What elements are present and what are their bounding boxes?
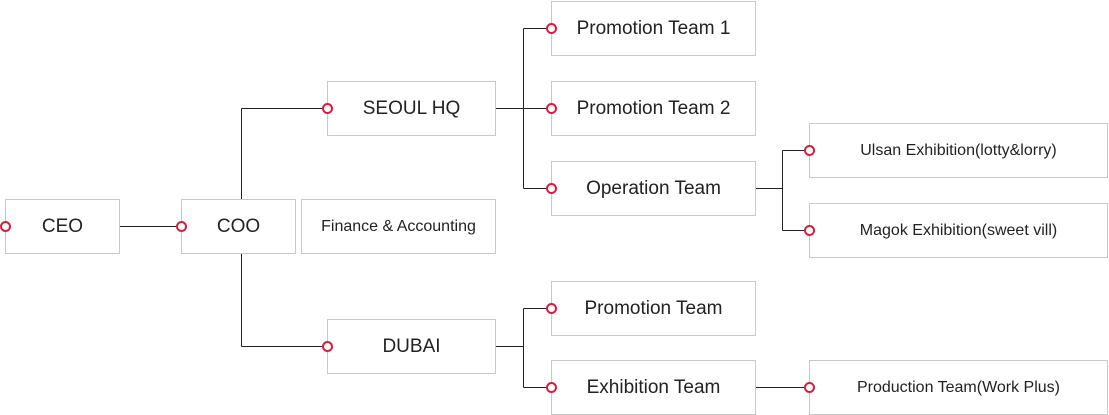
coo-label: COO [216,215,261,237]
dubai-box: DUBAI [327,319,496,374]
seoul-promotion-team-1-box: Promotion Team 1 [551,1,756,56]
seoul-promotion-team-2-box: Promotion Team 2 [551,81,756,136]
seoul-promotion-team-2-connector-dot [546,103,557,114]
production-team-box: Production Team(Work Plus) [809,360,1108,415]
finance-box: Finance & Accounting [301,199,496,254]
magok-exhibition-connector-dot [804,225,815,236]
seoul-hq-label: SEOUL HQ [362,97,461,119]
seoul-promotion-team-1-connector-dot [546,23,557,34]
dubai-promotion-team-connector-dot [546,303,557,314]
dubai-promotion-team-label: Promotion Team [584,297,723,319]
seoul-hq-connector-dot [322,103,333,114]
seoul-promotion-team-1-label: Promotion Team 1 [576,17,731,39]
magok-exhibition-box: Magok Exhibition(sweet vill) [809,203,1108,258]
production-team-connector-dot [804,382,815,393]
dubai-label: DUBAI [382,335,441,357]
dubai-connector-dot [322,341,333,352]
finance-label: Finance & Accounting [321,217,476,235]
ulsan-exhibition-label: Ulsan Exhibition(lotty&lorry) [860,141,1057,159]
dubai-promotion-team-box: Promotion Team [551,281,756,336]
production-team-label: Production Team(Work Plus) [856,378,1061,396]
magok-exhibition-label: Magok Exhibition(sweet vill) [859,221,1058,239]
operation-team-label: Operation Team [586,177,721,199]
seoul-hq-box: SEOUL HQ [327,81,496,136]
ceo-connector-dot [0,221,11,232]
ulsan-exhibition-box: Ulsan Exhibition(lotty&lorry) [809,123,1108,178]
coo-box: COO [181,199,296,254]
coo-connector-dot [176,221,187,232]
operation-team-box: Operation Team [551,161,756,216]
ulsan-exhibition-connector-dot [804,145,815,156]
exhibition-team-label: Exhibition Team [586,376,721,398]
operation-team-connector-dot [546,183,557,194]
ceo-box: CEO [5,199,120,254]
seoul-promotion-team-2-label: Promotion Team 2 [576,97,731,119]
exhibition-team-box: Exhibition Team [551,360,756,415]
ceo-label: CEO [41,215,84,237]
exhibition-team-connector-dot [546,382,557,393]
